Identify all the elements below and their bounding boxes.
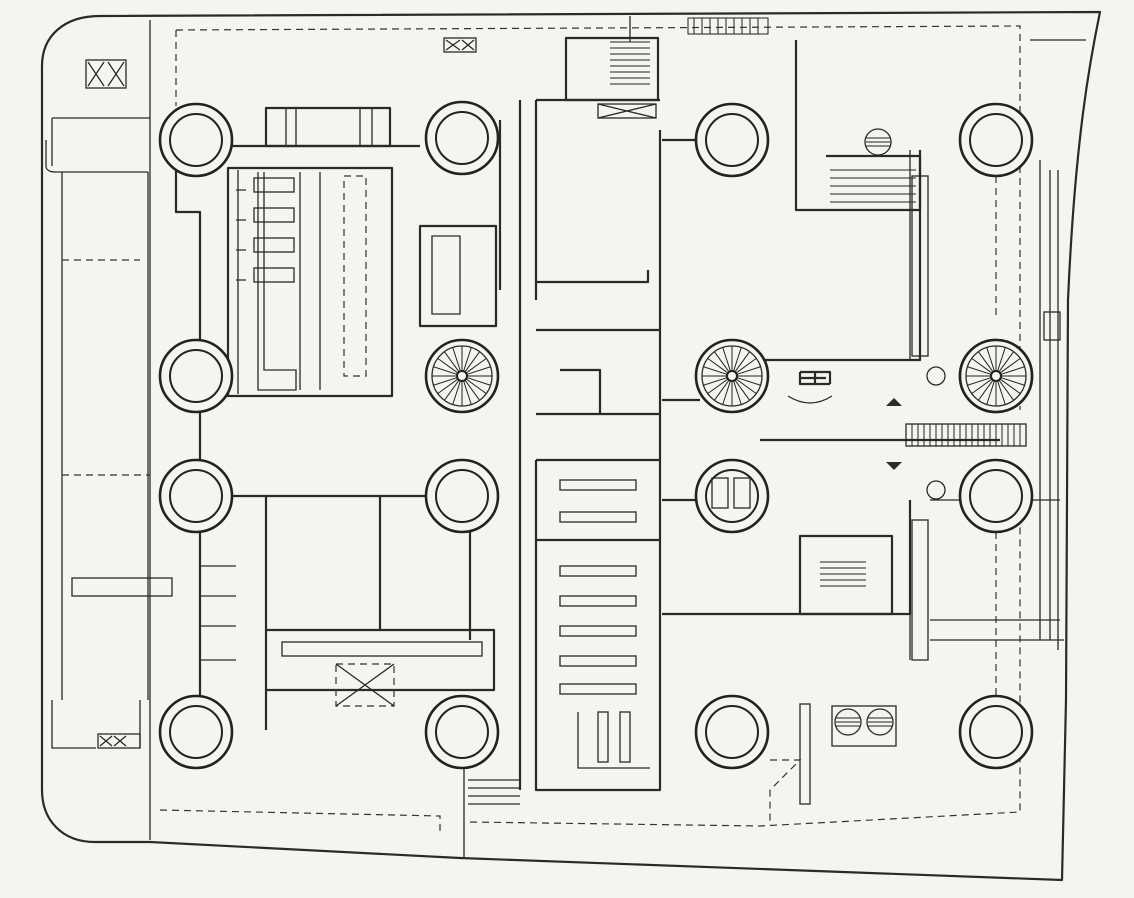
hatched-domes [831,128,946,747]
tower-7 [158,458,234,534]
north-stair [564,36,660,119]
spiral-stairs [424,338,1034,414]
spiral-stair-3 [958,338,1034,414]
tower-12 [424,694,500,770]
spiral-stair-1 [424,338,500,414]
tower-8 [424,458,500,534]
building-walls [71,36,1064,858]
dashed-paths [62,25,1021,836]
tower-5 [158,338,234,414]
tower-9 [694,458,770,534]
east-stair [905,423,1027,447]
dining-tables [559,479,650,769]
tower-14 [958,694,1034,770]
tower-4 [958,102,1034,178]
tower-13 [694,694,770,770]
stage-symbol [711,370,833,509]
tower-10 [958,458,1034,534]
crossed-boxes [85,17,769,749]
spiral-stair-2 [694,338,770,414]
tower-2 [424,100,500,176]
tower-3 [694,102,770,178]
tower-11 [158,694,234,770]
tower-1 [158,102,234,178]
